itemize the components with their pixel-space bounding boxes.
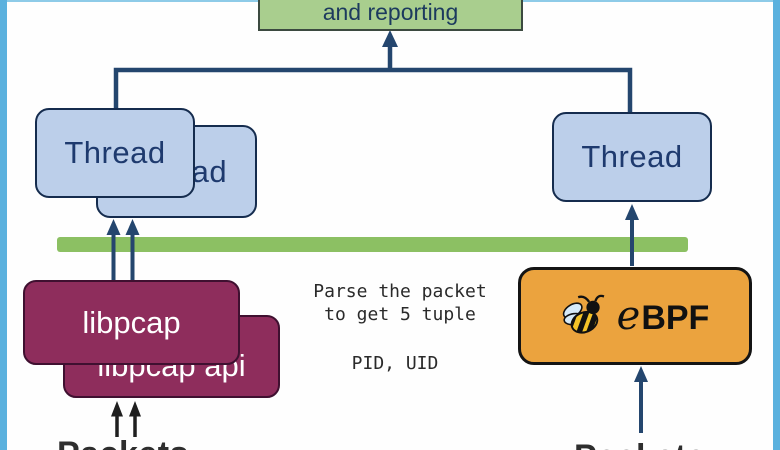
node-ebpf: eBPF — [518, 267, 752, 365]
arrowhead-packets-left-2 — [129, 401, 141, 417]
arrowhead-right — [625, 204, 639, 220]
thread-label: Thread — [581, 139, 683, 174]
libpcap-label: libpcap — [82, 304, 181, 340]
arrowhead-packets-left-1 — [111, 401, 123, 417]
annotation-parse-packet: Parse the packet to get 5 tuple — [313, 281, 487, 325]
ebpf-wordmark: eBPF — [617, 293, 710, 339]
packets-label-left: Packets — [56, 435, 190, 450]
divider-bar — [57, 237, 688, 252]
frame-border-right — [773, 0, 780, 450]
arrowhead-to-reporting — [382, 30, 398, 47]
libpcap-to-thread-arrows — [111, 233, 135, 282]
ebpf-wordmark-e: e — [616, 293, 641, 339]
annotation-pid-uid: PID, UID — [351, 353, 439, 374]
node-thread-left-front: Thread — [35, 108, 195, 198]
node-libpcap: libpcap — [23, 280, 240, 365]
ebpf-bee-logo-icon — [562, 294, 605, 337]
arrowhead-packets-right — [634, 366, 648, 382]
packets-to-libpcap-arrows — [115, 414, 137, 437]
frame-border-left — [0, 0, 7, 450]
node-reporting: and reporting — [258, 0, 523, 31]
arrowhead-left-1 — [106, 219, 121, 235]
node-thread-right: Thread — [552, 112, 712, 202]
thread-label: Thread — [64, 135, 166, 170]
ebpf-wordmark-bpf: BPF — [641, 299, 710, 337]
packets-label-right: Packets — [574, 438, 706, 450]
arrowhead-left-2 — [125, 219, 140, 235]
node-reporting-label: and reporting — [322, 0, 459, 25]
tree-connector — [113, 44, 633, 116]
